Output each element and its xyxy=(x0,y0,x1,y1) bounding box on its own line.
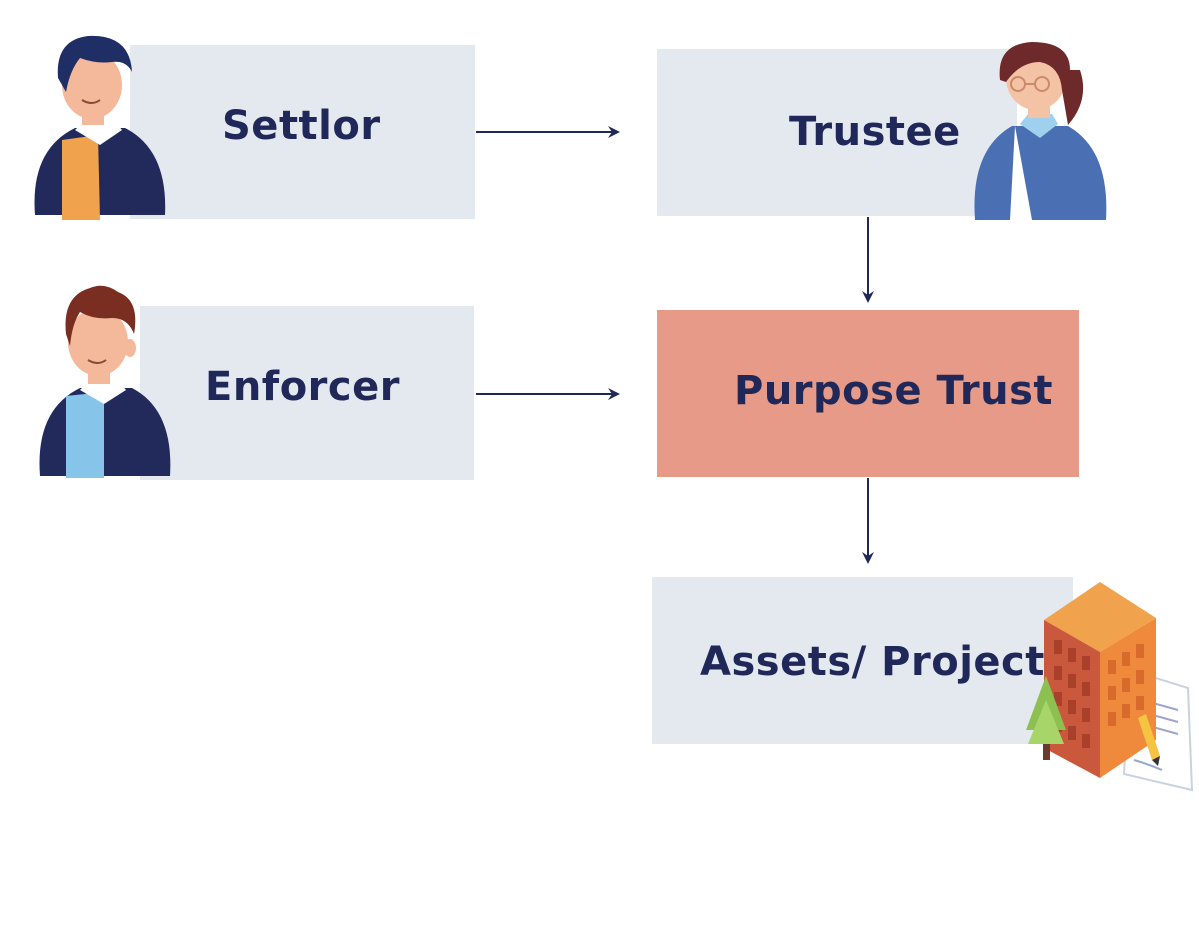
purpose-trust-node: Purpose Trust xyxy=(657,310,1079,477)
trustee-node: Trustee xyxy=(657,49,1017,216)
trustee-avatar-icon xyxy=(974,42,1107,220)
enforcer-node: Enforcer xyxy=(140,306,474,480)
assets-projects-label: Assets/ Projects xyxy=(700,639,1070,685)
purpose-trust-label: Purpose Trust xyxy=(734,368,1054,414)
assets-projects-node: Assets/ Projects xyxy=(652,577,1073,744)
enforcer-label: Enforcer xyxy=(205,364,400,410)
settlor-node: Settlor xyxy=(130,45,475,219)
settlor-label: Settlor xyxy=(222,103,381,149)
building-document-icon xyxy=(1026,582,1194,792)
trustee-label: Trustee xyxy=(789,109,961,155)
settlor-avatar-icon xyxy=(34,35,166,220)
enforcer-avatar-icon xyxy=(39,285,171,478)
